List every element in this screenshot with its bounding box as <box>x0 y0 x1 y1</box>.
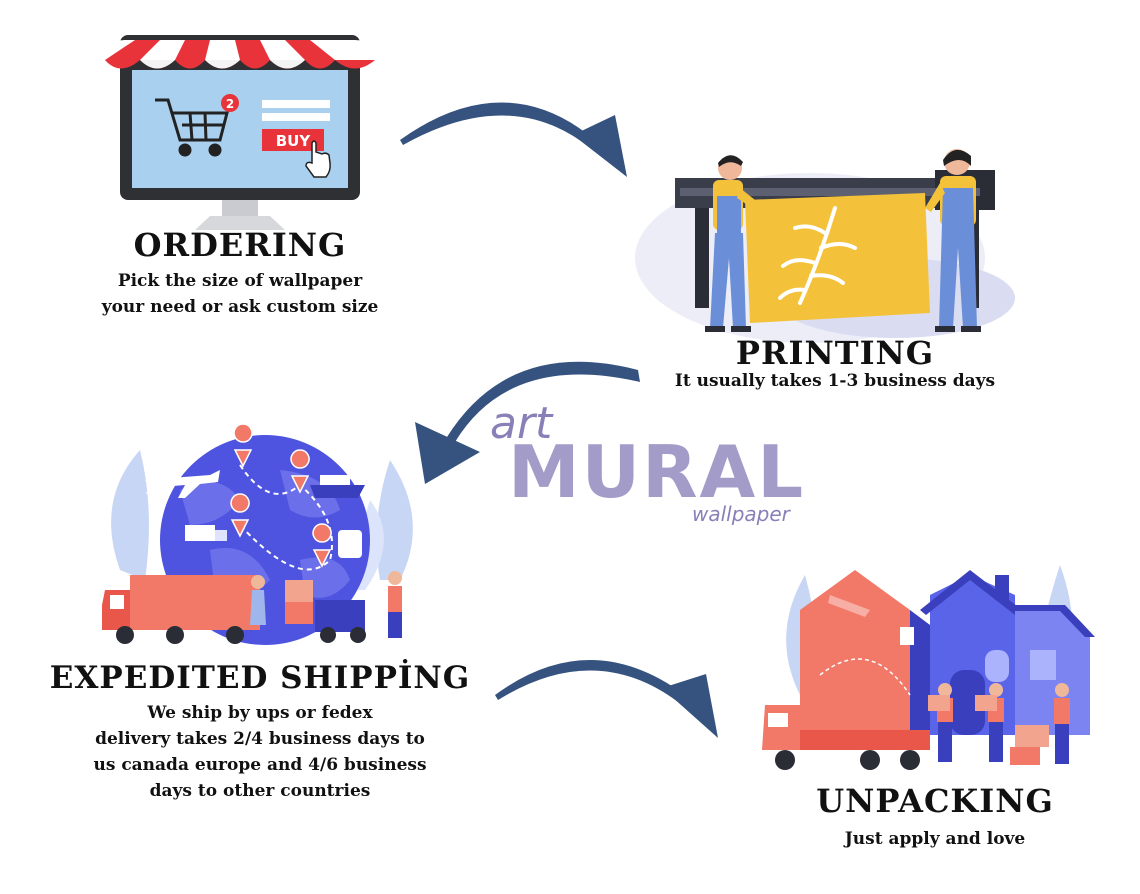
hand-pointer-icon <box>305 140 331 178</box>
shipping-title: EXPEDITED SHIPPİNG <box>49 660 471 696</box>
arrow-ordering-to-printing <box>400 102 627 177</box>
airplane-icon <box>145 470 220 498</box>
package-box <box>800 570 930 735</box>
unpacking-title: UNPACKING <box>816 782 1054 820</box>
shipping-line: We ship by ups or fedex <box>147 703 373 723</box>
arrow-printing-to-shipping <box>415 361 640 484</box>
delivery-truck <box>102 575 260 644</box>
cart-icon <box>155 98 229 157</box>
worker-right <box>925 149 981 332</box>
awning <box>105 40 375 69</box>
worker-left <box>705 155 765 332</box>
shipping-line: delivery takes 2/4 business days to <box>95 729 425 749</box>
unpacking-illustration <box>762 565 1095 770</box>
ordering-line: Pick the size of wallpaper <box>117 271 363 291</box>
ordering-title: ORDERING <box>133 226 347 264</box>
ordering-description: Pick the size of wallpaper your need or … <box>60 268 420 320</box>
cart-badge-count: 2 <box>226 97 234 111</box>
logo-art: art <box>490 398 553 449</box>
shipping-illustration <box>102 423 413 645</box>
buy-label: BUY <box>276 132 312 150</box>
logo-wallpaper: wallpaper <box>692 502 790 526</box>
unpacking-line: Just apply and love <box>844 829 1026 849</box>
shipping-description: We ship by ups or fedex delivery takes 2… <box>50 700 470 804</box>
movers <box>928 683 1070 765</box>
printing-line: It usually takes 1-3 business days <box>674 371 996 391</box>
ordering-line: your need or ask custom size <box>101 297 379 317</box>
printing-title: PRINTING <box>735 334 935 372</box>
shipping-line: days to other countries <box>149 781 371 801</box>
ordering-illustration: 2 BUY <box>105 35 375 230</box>
printing-illustration <box>635 149 1015 343</box>
logo-mural: MURAL <box>508 430 806 514</box>
shipping-line: us canada europe and 4/6 business <box>93 755 427 775</box>
arrow-shipping-to-unpacking <box>495 660 718 738</box>
location-pin-icon <box>230 423 332 568</box>
leaf-print <box>778 206 857 305</box>
unpacking-description: Just apply and love <box>790 826 1080 852</box>
cart-badge <box>221 94 239 112</box>
buy-button <box>262 129 324 151</box>
printing-description: It usually takes 1-3 business days <box>640 368 1030 394</box>
